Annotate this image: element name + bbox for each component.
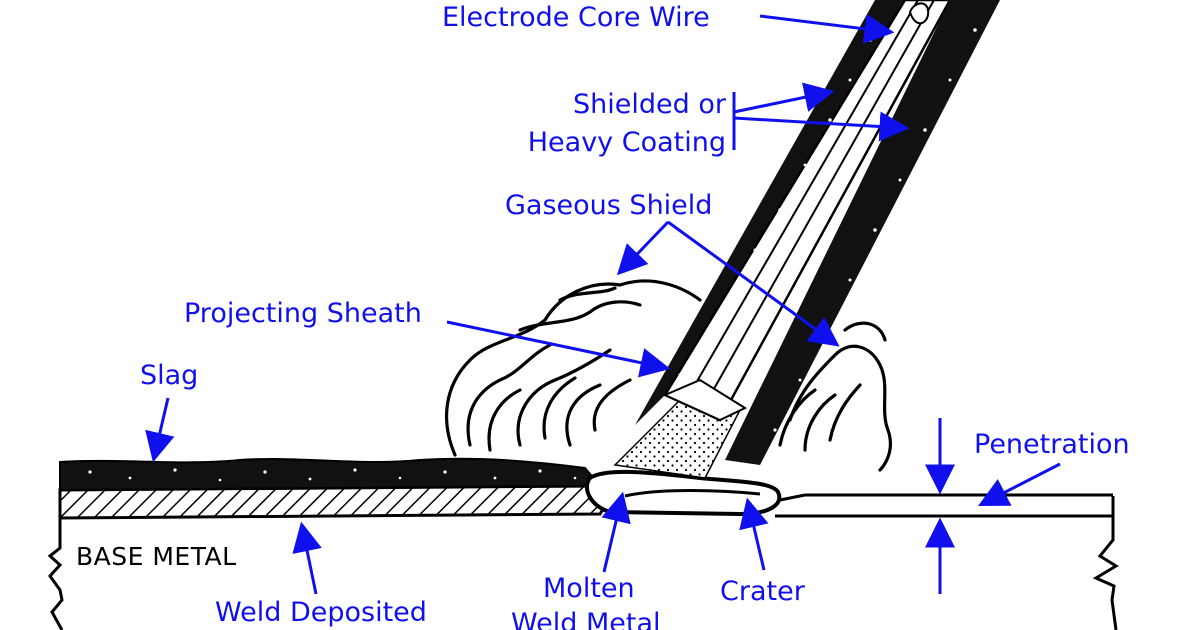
arrow-coating-2 bbox=[733, 111, 910, 142]
pointer-arrows bbox=[145, 13, 1061, 595]
gaseous-shield bbox=[444, 279, 893, 472]
label-coating-line1: Shielded or bbox=[573, 89, 727, 120]
label-molten-line2: Weld Metal bbox=[511, 608, 661, 630]
projecting-sheath-tip bbox=[662, 378, 748, 422]
arrow-sheath bbox=[446, 320, 671, 378]
label-penetration: Penetration bbox=[974, 429, 1130, 460]
arrow-molten bbox=[601, 491, 631, 573]
label-coating-line2: Heavy Coating bbox=[528, 127, 726, 158]
label-slag: Slag bbox=[140, 360, 198, 391]
label-molten-line1: Molten bbox=[543, 573, 635, 604]
arrow-gaseous-1 bbox=[616, 220, 670, 276]
label-crater: Crater bbox=[720, 576, 806, 607]
base-metal-outline bbox=[47, 518, 64, 630]
label-projecting-sheath: Projecting Sheath bbox=[184, 298, 422, 329]
label-base-metal: BASE METAL bbox=[76, 542, 237, 571]
arrow-weld-deposited bbox=[292, 521, 322, 595]
label-weld-deposited: Weld Deposited bbox=[215, 597, 427, 628]
arrow-gaseous-2 bbox=[667, 220, 840, 347]
electrode-coating-right bbox=[725, 0, 1000, 465]
electrode bbox=[635, 0, 1000, 465]
base-metal-right-edge bbox=[1092, 496, 1119, 630]
slag-layer bbox=[59, 457, 603, 492]
base-metal bbox=[47, 493, 1119, 630]
electrode-coating-left bbox=[635, 0, 905, 425]
arrow-core-wire bbox=[759, 13, 895, 44]
weld-deposited-layer bbox=[58, 484, 612, 520]
labels: Electrode Core Wire Shielded or Heavy Co… bbox=[140, 2, 1130, 630]
crater-line bbox=[624, 489, 761, 498]
molten-pool bbox=[584, 469, 782, 517]
label-gaseous-shield: Gaseous Shield bbox=[505, 190, 712, 221]
label-core-wire: Electrode Core Wire bbox=[442, 2, 710, 33]
core-wire-line-2 bbox=[701, 0, 935, 411]
core-wire-top-detail bbox=[908, 2, 930, 25]
arrow-penetration-label bbox=[977, 462, 1061, 507]
arrow-crater bbox=[739, 497, 769, 571]
coating-speckles bbox=[678, 28, 977, 432]
arrow-slag bbox=[145, 397, 175, 463]
slag-texture bbox=[88, 468, 577, 482]
arrow-coating-1 bbox=[733, 82, 835, 114]
plate-inner-line bbox=[779, 493, 806, 502]
core-wire-line-1 bbox=[684, 0, 919, 403]
